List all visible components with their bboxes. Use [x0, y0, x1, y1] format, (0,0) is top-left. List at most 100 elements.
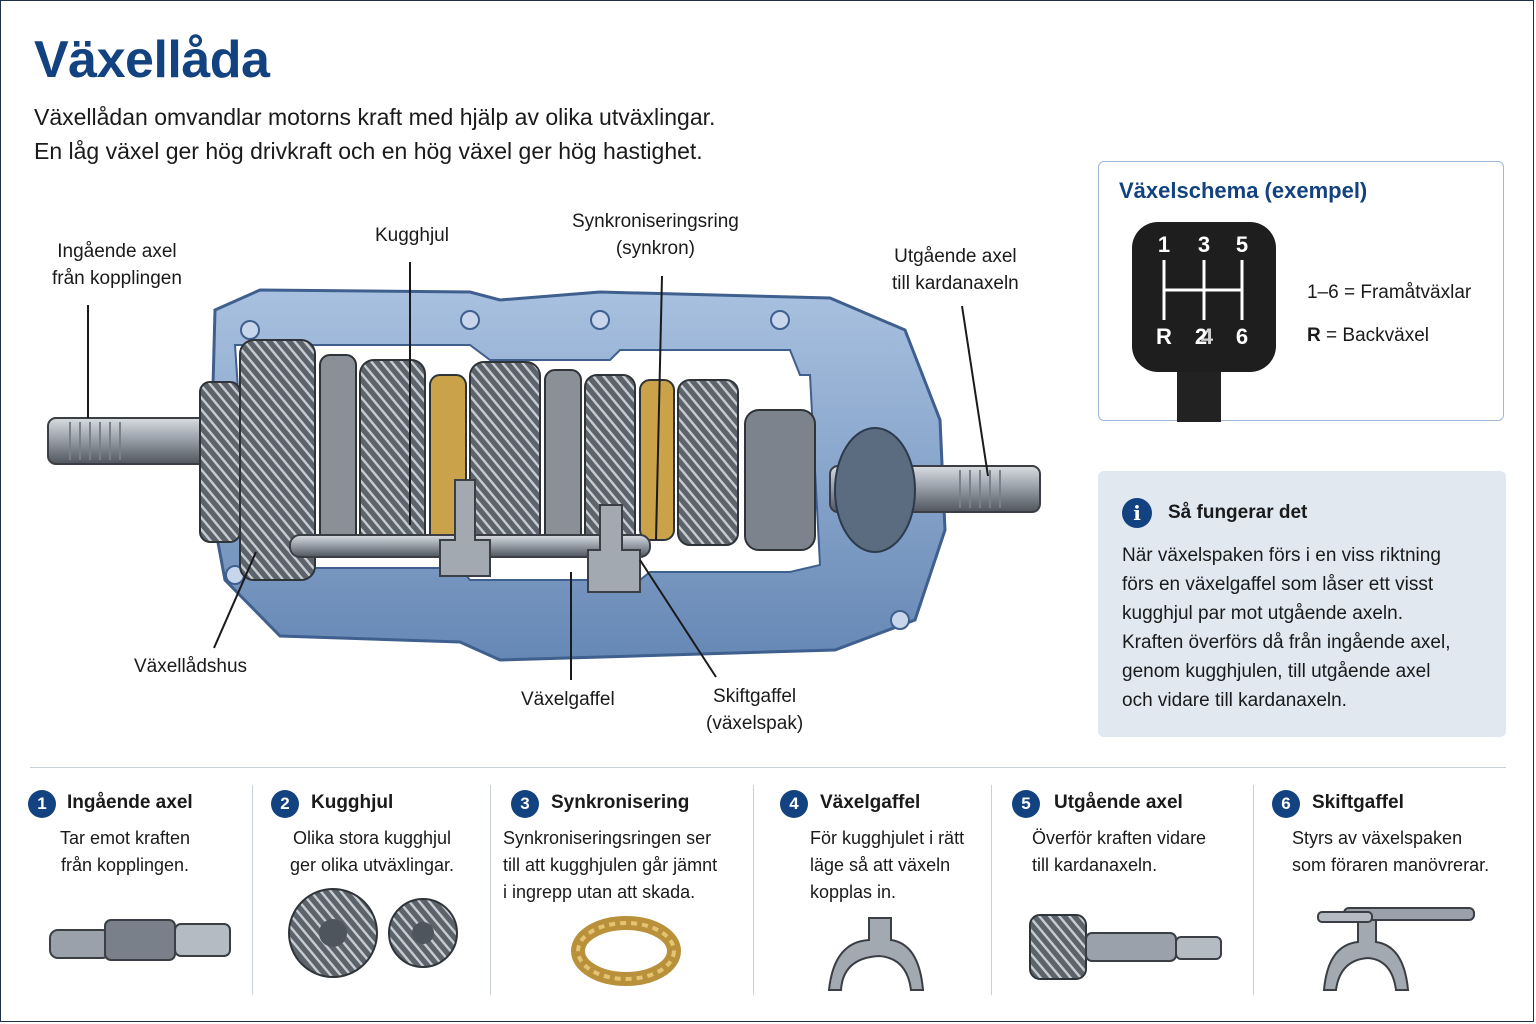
- gear-knob-icon: 1 3 5 R 2 4 6: [1132, 222, 1276, 422]
- how-it-works-panel: i Så fungerar det När växelspaken förs i…: [1098, 471, 1506, 737]
- callout-output-shaft-line2: till kardanaxeln: [892, 273, 1019, 294]
- gear-top-5: 5: [1236, 232, 1248, 257]
- card-description: Tar emot kraften från kopplingen.: [20, 825, 230, 879]
- card-description: Synkroniseringsringen ser till att kuggh…: [503, 825, 743, 906]
- card-desc-line: Styrs av växelspaken: [1292, 828, 1463, 848]
- card-title: Kugghjul: [311, 792, 394, 813]
- synchro-ring-icon: [571, 916, 681, 986]
- card-desc-line: Tar emot kraften: [59, 828, 191, 848]
- legend-forward: 1–6 = Framåtväxlar: [1307, 282, 1471, 304]
- card-desc-line: i ingrepp utan att skada.: [503, 882, 696, 902]
- intro-line-2: En låg växel ger hög drivkraft och en hö…: [34, 138, 703, 164]
- legend-forward-key: 1–6: [1307, 282, 1339, 303]
- callout-output-shaft-line1: Utgående axel: [894, 246, 1017, 267]
- card-number: 6: [1272, 790, 1300, 818]
- callout-input-shaft: Ingående axel från kopplingen: [52, 238, 182, 292]
- card-separator: [991, 785, 992, 995]
- info-line: Kraften överförs då från ingående axel,: [1122, 632, 1451, 653]
- card-number: 3: [511, 790, 539, 818]
- gear-bottom-r: R: [1156, 324, 1172, 349]
- card-gear: 2 Kugghjul Olika stora kugghjul ger olik…: [253, 780, 491, 998]
- callout-gear: Kugghjul: [375, 222, 449, 249]
- callout-fork: Växelgaffel: [521, 686, 615, 713]
- card-desc-line: till att kugghjulen går jämnt: [503, 855, 718, 875]
- info-line: kugghjul par mot utgående axeln.: [1122, 603, 1403, 624]
- callout-synchro: Synkroniseringsring (synkron): [572, 208, 739, 262]
- legend-reverse-key: R: [1307, 325, 1321, 346]
- info-line: genom kugghjulen, till utgående axel: [1122, 661, 1431, 682]
- gear-top-1: 1: [1158, 232, 1170, 257]
- card-number: 2: [271, 790, 299, 818]
- card-desc-line: Olika stora kugghjul: [292, 828, 452, 848]
- callout-synchro-line1: Synkroniseringsring: [572, 211, 739, 232]
- card-desc-line: från kopplingen.: [60, 855, 190, 875]
- card-input-shaft: 1 Ingående axel Tar emot kraften från ko…: [20, 780, 253, 998]
- card-title: Utgående axel: [1054, 792, 1183, 813]
- intro-line-1: Växellådan omvandlar motorns kraft med h…: [34, 104, 716, 130]
- card-title: Skiftgaffel: [1312, 792, 1404, 813]
- callout-shift-fork-line2: (växelspak): [706, 713, 804, 734]
- how-it-works-text: När växelspaken förs i en viss riktning …: [1122, 541, 1450, 715]
- intro-text: Växellådan omvandlar motorns kraft med h…: [34, 100, 715, 168]
- callout-input-shaft-line1: Ingående axel: [57, 241, 177, 262]
- card-title: Växelgaffel: [820, 792, 921, 813]
- card-output-shaft: 5 Utgående axel Överför kraften vidare t…: [992, 780, 1254, 998]
- gear-bottom-2: 2: [1195, 324, 1207, 349]
- component-cards: 1 Ingående axel Tar emot kraften från ko…: [0, 780, 1536, 1010]
- section-divider: [30, 767, 1506, 768]
- callout-fork-line1: Växelgaffel: [521, 689, 615, 710]
- gear-pair-icon: [288, 888, 458, 978]
- callout-shift-fork: Skiftgaffel (växelspak): [706, 683, 803, 737]
- callout-housing-line1: Växellådshus: [134, 656, 248, 677]
- card-description: Olika stora kugghjul ger olika utväxling…: [267, 825, 477, 879]
- card-synchro: 3 Synkronisering Synkroniseringsringen s…: [491, 780, 754, 998]
- card-number: 1: [28, 790, 56, 818]
- callout-synchro-line2: (synkron): [615, 238, 696, 259]
- card-shift-fork: 6 Skiftgaffel Styrs av växelspaken som f…: [1254, 780, 1516, 998]
- card-desc-line: läge så att växeln: [810, 855, 951, 875]
- callout-housing: Växellådshus: [134, 653, 247, 680]
- info-icon: i: [1122, 498, 1152, 528]
- gear-schema-panel: Växelschema (exempel) 1 3 5 R 2 4 6 1–6: [1098, 161, 1504, 422]
- how-it-works-title: Så fungerar det: [1168, 502, 1308, 523]
- card-separator: [252, 785, 253, 995]
- card-title: Synkronisering: [551, 792, 690, 813]
- gear-bottom-4: 4: [1201, 324, 1214, 349]
- page-title: Växellåda: [34, 31, 270, 89]
- gearbox-diagram: Ingående axel från kopplingen Kugghjul S…: [0, 180, 1080, 760]
- card-desc-line: till kardanaxeln.: [1032, 855, 1158, 875]
- card-description: För kugghjulet i rätt läge så att växeln…: [810, 825, 990, 906]
- legend-reverse-value: = Backväxel: [1326, 325, 1429, 346]
- legend-reverse: R = Backväxel: [1307, 325, 1429, 347]
- card-desc-line: Synkroniseringsringen ser: [503, 828, 712, 848]
- callout-gear-line1: Kugghjul: [375, 225, 449, 246]
- gear-top-3: 3: [1198, 232, 1210, 257]
- callout-output-shaft: Utgående axel till kardanaxeln: [892, 243, 1019, 297]
- callout-input-shaft-line2: från kopplingen: [52, 268, 182, 289]
- card-desc-line: som föraren manövrerar.: [1292, 855, 1490, 875]
- card-separator: [1253, 785, 1254, 995]
- output-shaft-icon: [1029, 914, 1222, 980]
- shift-rod-fork-icon: [1317, 907, 1475, 991]
- gear-bottom-6: 6: [1236, 324, 1248, 349]
- card-description: Styrs av växelspaken som föraren manövre…: [1292, 825, 1512, 879]
- info-line: och vidare till kardanaxeln.: [1122, 690, 1347, 711]
- card-separator: [490, 785, 491, 995]
- card-number: 4: [780, 790, 808, 818]
- card-number: 5: [1012, 790, 1040, 818]
- card-fork: 4 Växelgaffel För kugghjulet i rätt läge…: [754, 780, 992, 998]
- card-separator: [753, 785, 754, 995]
- info-line: När växelspaken förs i en viss riktning: [1122, 545, 1441, 566]
- input-shaft-icon: [49, 919, 231, 961]
- gearbox-illustration: [47, 262, 1041, 680]
- gear-schema-title: Växelschema (exempel): [1119, 178, 1368, 203]
- legend-forward-value: = Framåtväxlar: [1343, 282, 1472, 303]
- info-line: förs en växelgaffel som låser ett visst: [1122, 574, 1434, 595]
- card-desc-line: kopplas in.: [810, 882, 897, 902]
- card-title: Ingående axel: [67, 792, 193, 813]
- card-desc-line: ger olika utväxlingar.: [289, 855, 455, 875]
- card-description: Överför kraften vidare till kardanaxeln.: [1032, 825, 1242, 879]
- card-desc-line: För kugghjulet i rätt: [810, 828, 965, 848]
- callout-shift-fork-line1: Skiftgaffel: [713, 686, 797, 707]
